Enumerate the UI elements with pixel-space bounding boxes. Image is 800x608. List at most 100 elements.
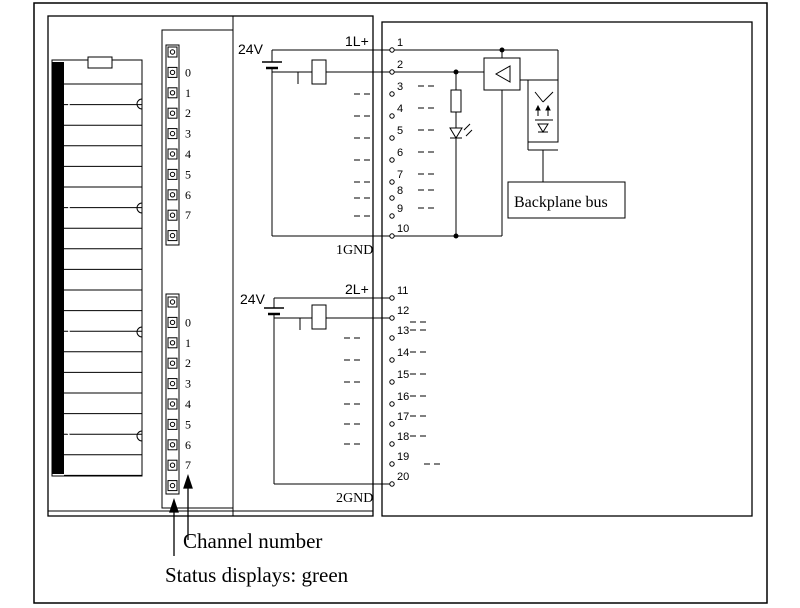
connector-tab [63,430,70,442]
terminal-pin [389,113,395,119]
terminal-pin-number: 6 [397,147,403,159]
status-led-dot [169,69,176,76]
led-strip-top [165,44,180,246]
status-led [167,357,178,369]
terminal-pin-number: 4 [397,103,403,115]
channel-number: 0 [185,65,191,79]
channel-number: 4 [185,147,191,161]
terminal-pin-number: 2 [397,59,403,71]
terminal-pin [389,179,395,185]
channel-number: 1 [185,86,191,100]
terminal-pin-number: 19 [397,451,409,463]
status-led-dot [169,232,176,239]
status-led-dot [169,401,176,407]
group2-circuit [264,297,390,485]
status-led-dot [169,171,176,178]
terminal-pin-number: 8 [397,185,403,197]
connector-tab [63,326,70,338]
module-body [47,15,374,517]
status-led [167,148,178,160]
group1-voltage: 24V [238,41,264,57]
connector-tab [136,430,143,442]
terminal-pin-number: 5 [397,125,403,137]
terminal-pin [389,379,395,385]
status-led-dot [169,49,176,55]
led-strip-bottom [165,293,180,495]
group1-internal [394,47,559,239]
terminal-pin-number: 17 [397,411,409,423]
status-led [167,398,178,410]
terminal-pin-number: 15 [397,369,409,381]
status-led [167,480,178,492]
status-led [167,418,178,430]
status-led-dot [169,192,176,198]
status-led [167,316,178,328]
status-led [167,66,178,78]
status-led-dot [169,110,176,116]
terminal-pin [389,421,395,427]
unused-terminal-dashes [344,85,440,465]
connector-tab [63,98,70,110]
channel-number: 7 [185,208,191,222]
status-led [167,46,178,58]
group1-circuit [262,49,390,237]
optocoupler-symbol [527,79,559,143]
terminal-pin-number: 12 [397,305,409,317]
terminal-pin-number: 10 [397,223,409,235]
connector-tab [63,202,70,214]
channel-number: 3 [185,377,191,391]
module-circuit-box [381,21,753,517]
status-led-dot [169,421,176,428]
channel-number: 1 [185,336,191,350]
status-led-dot [169,380,176,387]
group1-pins: 1 2 3 4 5 6 7 8 9 10 [389,37,409,239]
status-led-dot [169,442,176,448]
backplane-bus-box [507,181,626,219]
channel-number: 0 [185,315,191,329]
terminal-pin-number: 14 [397,347,409,359]
status-led-dot [169,319,176,326]
status-led-dot [169,482,176,489]
status-led [167,378,178,390]
group2-supply-label: 2L+ [345,281,369,297]
channel-number: 5 [185,417,191,431]
terminal-pin-number: 16 [397,391,409,403]
terminal-pin [389,69,395,75]
channel-number: 6 [185,438,191,452]
terminal-pin-number: 1 [397,37,403,49]
terminal-pin [389,461,395,467]
terminal-pin [389,233,395,239]
terminal-pin-number: 9 [397,203,403,215]
group1-supply-label: 1L+ [345,33,369,49]
terminal-pin [389,315,395,321]
terminal-pin-number: 7 [397,169,403,181]
channel-number: 6 [185,188,191,202]
channel-number: 2 [185,356,191,370]
status-led [167,107,178,119]
terminal-pin [389,481,395,487]
terminal-pin [389,195,395,201]
status-led-dot [169,462,176,468]
channel-number: 7 [185,458,191,472]
terminal-pin-number: 3 [397,81,403,93]
terminal-pin-number: 18 [397,431,409,443]
status-led-dot [169,130,176,137]
status-led [167,296,178,308]
amplifier-symbol [483,57,521,91]
group2-voltage: 24V [240,291,266,307]
terminal-pin [389,441,395,447]
channel-number: 3 [185,127,191,141]
channel-number: 5 [185,167,191,181]
connector-wire-lines [64,83,142,476]
caption-channel-number: Channel number [183,529,322,553]
backplane-bus-label: Backplane bus [514,194,608,211]
channel-number: 4 [185,397,191,411]
led-panel [161,29,234,509]
group1-ground-label: 1GND [336,243,373,258]
terminal-pin [389,47,395,53]
terminal-pin [389,157,395,163]
status-led-dot [169,90,176,96]
